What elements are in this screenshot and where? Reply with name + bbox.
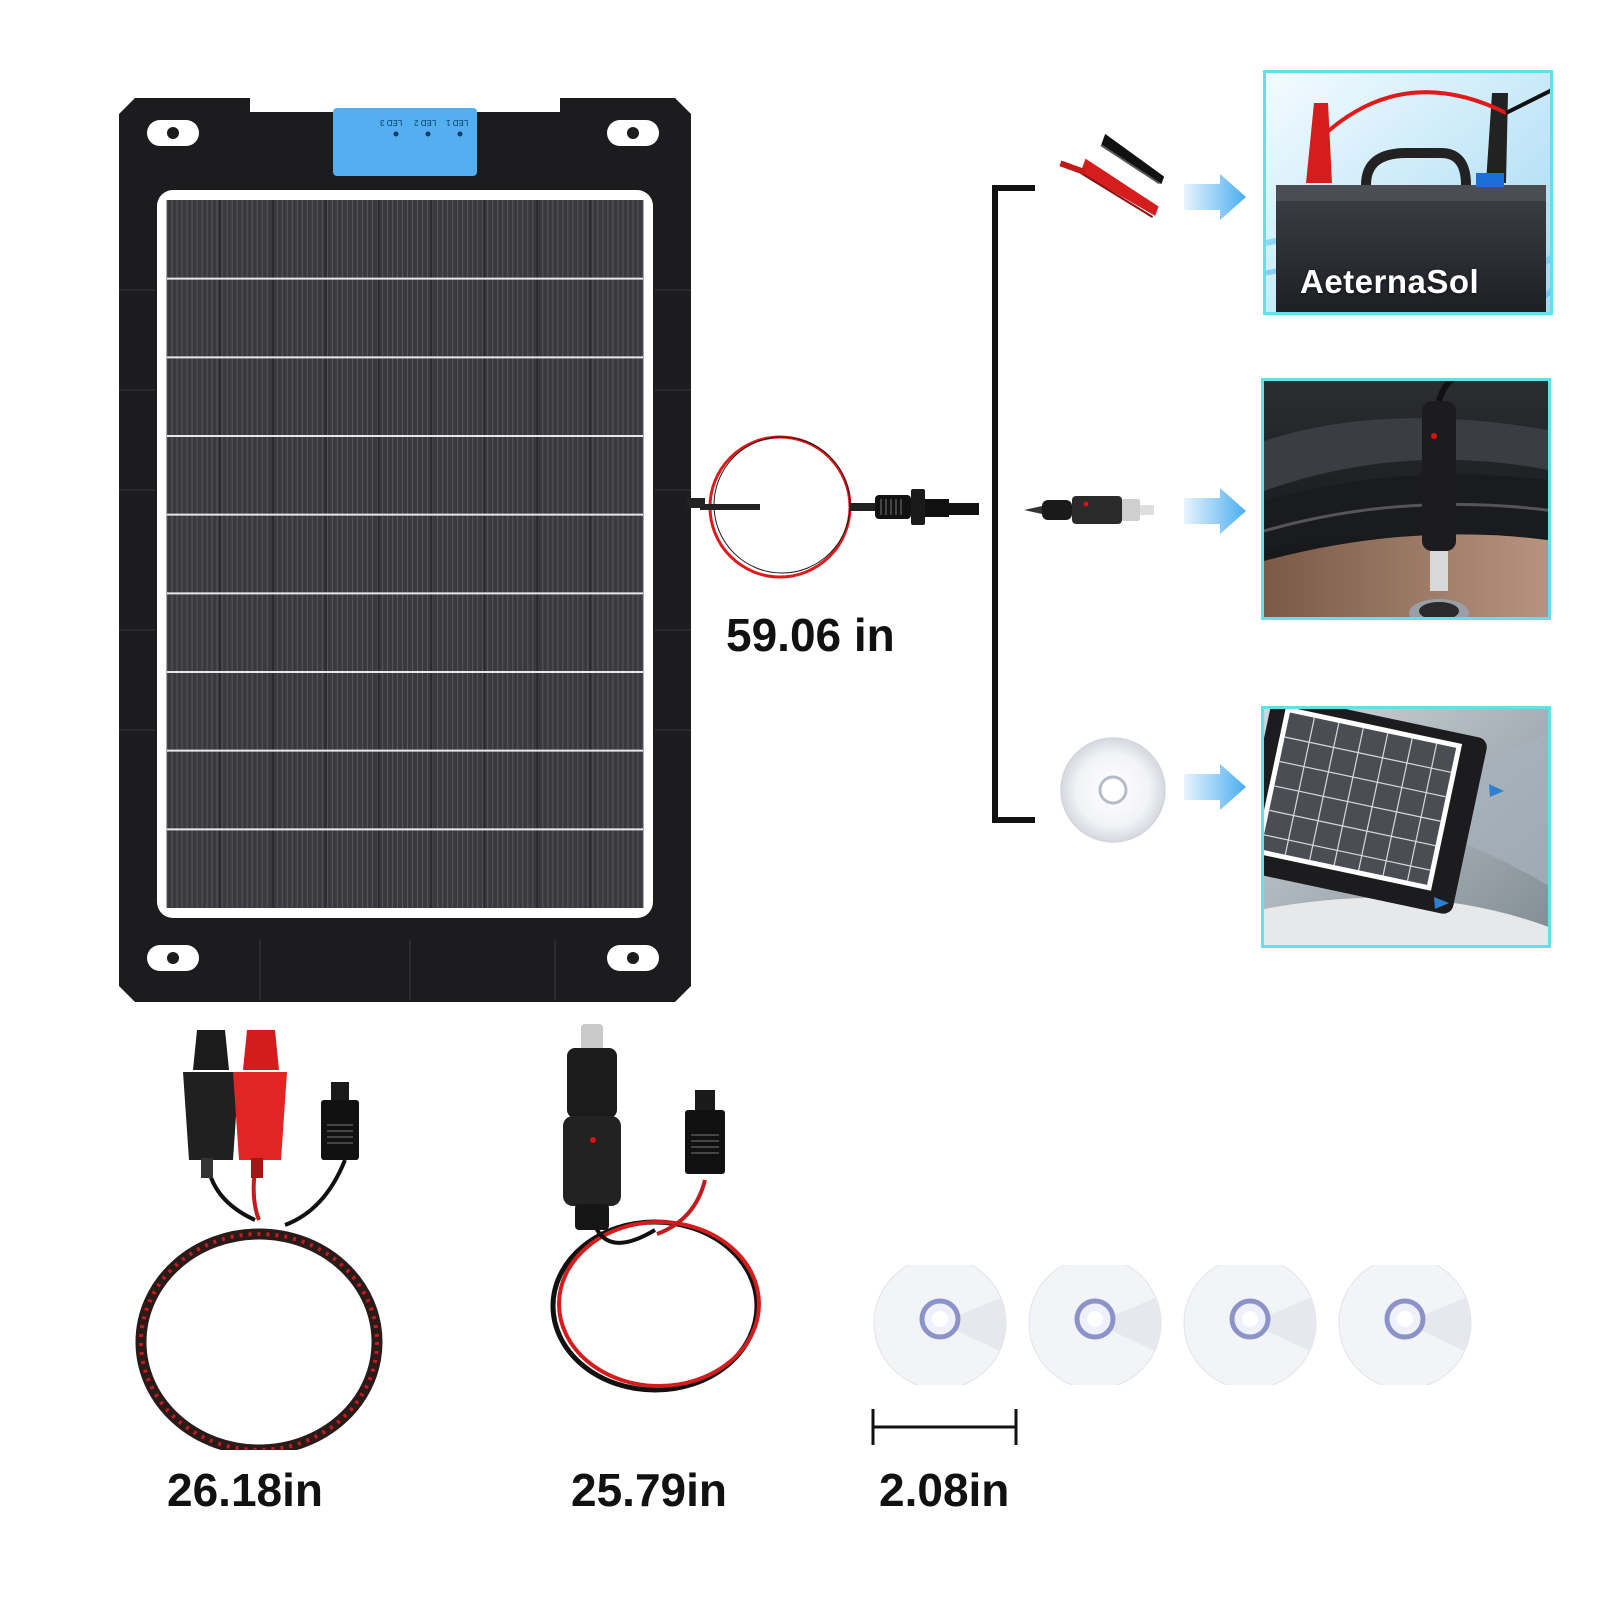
sae-connector-icon [685, 1090, 725, 1174]
led-indicator-box [333, 108, 477, 176]
mounting-holes [147, 120, 659, 971]
suction-cup-icon [1028, 1265, 1162, 1385]
clip-cable-length: 26.18in [167, 1464, 323, 1516]
sae-connector-icon [875, 489, 979, 525]
lighter-cable-length: 25.79in [571, 1464, 727, 1516]
battery-brand-label: AeternaSol [1300, 263, 1480, 300]
red-clip-icon [233, 1030, 287, 1178]
suction-cup-dimension-line [871, 1409, 1018, 1445]
suction-cup-diameter: 2.08in [879, 1464, 1010, 1516]
battery-scene-thumbnail: AeternaSol [1263, 70, 1553, 315]
suction-cup-icon [1060, 737, 1166, 843]
cigarette-lighter-cable [550, 1024, 761, 1393]
arrow-right-icon [1184, 174, 1246, 220]
sae-connector-icon [321, 1082, 359, 1160]
arrow-right-icon [1184, 488, 1246, 534]
panel-cable-length: 59.06 in [726, 609, 895, 661]
suction-cup-icon [1183, 1265, 1317, 1385]
alligator-clip-cable [135, 1030, 383, 1450]
suction-cup-icon [1338, 1265, 1472, 1385]
suction-cup-icon [873, 1265, 1007, 1385]
suction-cups-row [873, 1265, 1472, 1385]
alligator-clips-icon [1059, 133, 1165, 218]
black-clip-icon [183, 1030, 239, 1178]
car-lighter-scene-thumbnail [1261, 378, 1551, 620]
cigarette-lighter-plug-icon [563, 1024, 621, 1230]
arrow-right-icon [1184, 764, 1246, 810]
solar-cell-grid [166, 200, 644, 908]
windshield-mount-scene-thumbnail [1261, 706, 1551, 948]
panel-cable [700, 435, 979, 579]
led-dots [393, 131, 463, 137]
cigarette-lighter-plug-icon [1024, 496, 1154, 524]
options-bracket [992, 185, 1035, 823]
solar-panel [119, 98, 705, 1002]
